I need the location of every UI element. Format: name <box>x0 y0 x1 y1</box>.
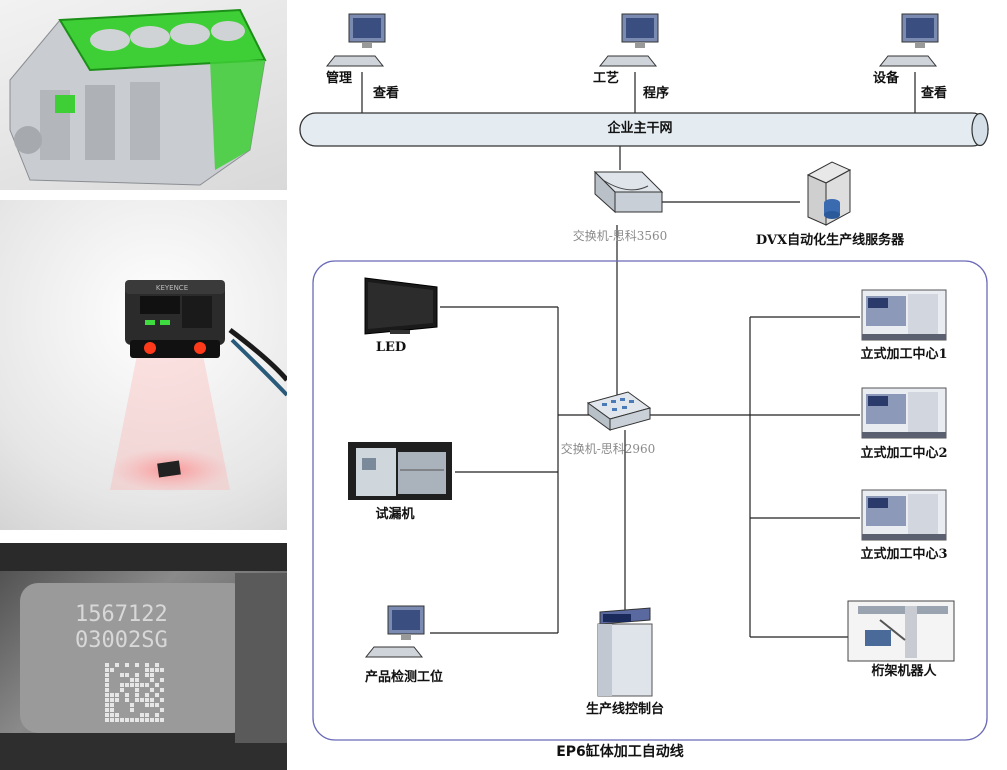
core-switch-icon[interactable] <box>593 170 664 214</box>
gantry-robot-icon[interactable] <box>847 600 955 662</box>
connector-lines <box>361 72 916 638</box>
server-label: DVX自动化生产线服务器 <box>755 233 905 248</box>
led-label: LED <box>375 340 407 355</box>
engine-block-cad-photo <box>0 0 287 190</box>
access-switch-label: 交换机-思科2960 <box>560 442 656 456</box>
equipment-view-label: 查看 <box>920 86 948 101</box>
control-console-icon[interactable] <box>597 607 653 697</box>
equipment-computer-icon[interactable] <box>878 13 939 67</box>
process-computer-icon[interactable] <box>598 13 659 67</box>
machining-center-3-label: 立式加工中心3 <box>860 547 948 562</box>
access-switch-icon[interactable] <box>586 391 652 431</box>
engraved-code-line-1: 1567122 <box>75 602 168 627</box>
machining-center-2-icon[interactable] <box>861 387 947 439</box>
production-line-title: EP6缸体加工自动线 <box>556 744 684 760</box>
engraved-code-photo: 1567122 03002SG <box>0 543 287 770</box>
server-icon[interactable] <box>806 161 852 226</box>
scanner-brand-text: KEYENCE <box>156 284 188 292</box>
management-computer-icon[interactable] <box>325 13 386 67</box>
management-label: 管理 <box>325 71 353 86</box>
process-program-label: 程序 <box>642 86 670 101</box>
equipment-label: 设备 <box>872 71 900 86</box>
management-view-label: 查看 <box>372 86 400 101</box>
engraved-code-line-2: 03002SG <box>75 628 168 653</box>
leak-tester-icon[interactable] <box>348 442 452 500</box>
production-line-frame <box>312 260 988 741</box>
machining-center-1-label: 立式加工中心1 <box>860 347 948 362</box>
inspection-station-computer-icon[interactable] <box>364 605 425 658</box>
data-matrix-code <box>105 663 164 722</box>
machining-center-3-icon[interactable] <box>861 489 947 541</box>
machining-center-1-icon[interactable] <box>861 289 947 341</box>
control-console-label: 生产线控制台 <box>585 702 665 717</box>
core-switch-label: 交换机-思科3560 <box>572 229 668 243</box>
backbone-label: 企业主干网 <box>607 121 673 136</box>
backbone-pipe <box>299 112 989 147</box>
machining-center-2-label: 立式加工中心2 <box>860 446 948 461</box>
inspection-station-label: 产品检测工位 <box>364 670 444 685</box>
gantry-robot-label: 桁架机器人 <box>871 664 937 679</box>
process-label: 工艺 <box>592 71 620 86</box>
leak-tester-label: 试漏机 <box>375 507 415 522</box>
barcode-scanner-photo: KEYENCE <box>0 200 287 530</box>
led-display-icon[interactable] <box>364 277 438 335</box>
